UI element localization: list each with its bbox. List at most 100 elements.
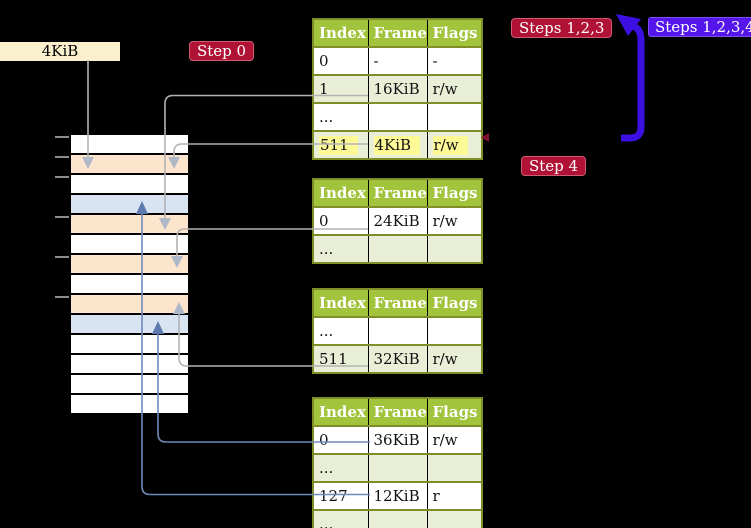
table-row: 0 24KiB r/w xyxy=(313,207,482,235)
memory-row-free xyxy=(71,275,188,295)
step-4-badge: Step 4 xyxy=(521,156,587,176)
cell-text: 16KiB xyxy=(373,80,420,98)
table-cell xyxy=(426,510,482,528)
cell-text: ... xyxy=(319,459,334,477)
cell-text: 0 xyxy=(319,431,329,449)
table-cell: ... xyxy=(313,317,368,345)
table-row: ... xyxy=(313,317,482,345)
cell-text: r/w xyxy=(432,212,458,230)
column-header: Frame xyxy=(367,179,427,207)
table-cell: 0 xyxy=(313,426,368,454)
cell-text: ... xyxy=(319,240,334,258)
column-header: Frame xyxy=(367,289,427,317)
column-header: Flags xyxy=(426,179,482,207)
table-cell: - xyxy=(367,47,427,75)
cell-text: 127 xyxy=(319,487,348,505)
cell-text: 1 xyxy=(319,80,329,98)
cell-text: 12KiB xyxy=(373,487,420,505)
cell-text: 511 xyxy=(319,350,348,368)
address-tick xyxy=(55,136,69,138)
table-cell xyxy=(367,317,427,345)
column-header: Index xyxy=(313,289,368,317)
memory-row-pagetable xyxy=(71,255,188,275)
table-cell: - xyxy=(426,47,482,75)
table-row: ... xyxy=(313,103,482,131)
table-row: 1 16KiB r/w xyxy=(313,75,482,103)
column-header: Index xyxy=(313,398,368,426)
table-cell: r/w xyxy=(426,207,482,235)
column-header: Frame xyxy=(367,398,427,426)
cell-text: 36KiB xyxy=(373,431,420,449)
memory-column xyxy=(55,133,190,417)
column-header: Frame xyxy=(367,19,427,47)
table-cell: r/w xyxy=(426,131,482,159)
table-cell: 0 xyxy=(313,207,368,235)
table-row: ... xyxy=(313,454,482,482)
memory-row-free xyxy=(71,335,188,355)
table-row: 511 32KiB r/w xyxy=(313,345,482,373)
table-cell xyxy=(426,235,482,263)
table-row: 0 36KiB r/w xyxy=(313,426,482,454)
table-cell xyxy=(426,317,482,345)
table-cell: 511 xyxy=(313,131,368,159)
memory-row-pagetable xyxy=(71,295,188,315)
table-cell xyxy=(426,103,482,131)
table-cell: ... xyxy=(313,103,368,131)
cell-text: r xyxy=(432,487,440,505)
table-cell: 12KiB xyxy=(367,482,427,510)
cell-text: 24KiB xyxy=(373,212,420,230)
table-cell: 1 xyxy=(313,75,368,103)
cell-text: - xyxy=(432,52,438,70)
steps-123-badge: Steps 1,2,3 xyxy=(511,18,613,38)
table-cell: ... xyxy=(313,510,368,528)
address-tick xyxy=(55,216,69,218)
table-cell xyxy=(367,454,427,482)
memory-row-free xyxy=(71,235,188,255)
cell-text: r/w xyxy=(432,80,458,98)
memory-row-free xyxy=(71,355,188,375)
table-row: ... xyxy=(313,510,482,528)
table-cell: r xyxy=(426,482,482,510)
table-row: 0-- xyxy=(313,47,482,75)
steps-cycle-arrow xyxy=(621,22,645,142)
table-cell xyxy=(426,454,482,482)
column-header: Flags xyxy=(426,289,482,317)
memory-row-pagetable xyxy=(71,155,188,175)
table-cell: 4KiB xyxy=(367,131,427,159)
cell-text: 511 xyxy=(319,136,358,155)
table-cell xyxy=(367,103,427,131)
memory-row-mapped xyxy=(71,315,188,335)
cell-text: r/w xyxy=(432,431,458,449)
steps-cycle-arrowhead-icon xyxy=(616,14,641,36)
table-cell: ... xyxy=(313,235,368,263)
table-cell: ... xyxy=(313,454,368,482)
table-cell xyxy=(367,235,427,263)
column-header: Flags xyxy=(426,398,482,426)
table-cell: 511 xyxy=(313,345,368,373)
page-size-label: 4KiB xyxy=(0,42,120,61)
cell-text: 0 xyxy=(319,212,329,230)
table-row: 127 12KiB r xyxy=(313,482,482,510)
cell-text: ... xyxy=(319,108,334,126)
table-cell xyxy=(367,510,427,528)
cell-text: ... xyxy=(319,322,334,340)
table-cell: 32KiB xyxy=(367,345,427,373)
table-cell: r/w xyxy=(426,75,482,103)
cell-text: r/w xyxy=(432,350,458,368)
table-cell: 36KiB xyxy=(367,426,427,454)
memory-row-free xyxy=(71,395,188,415)
table-cell: 16KiB xyxy=(367,75,427,103)
table-cell: r/w xyxy=(426,426,482,454)
table-cell: 24KiB xyxy=(367,207,427,235)
table-cell: r/w xyxy=(426,345,482,373)
memory-row-free xyxy=(71,135,188,155)
steps-1234-badge: Steps 1,2,3,4 xyxy=(648,17,751,37)
cell-text: r/w xyxy=(432,136,468,155)
